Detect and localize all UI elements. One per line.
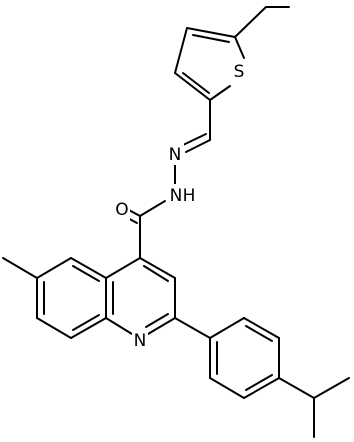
oxygen-atom: O [114, 198, 130, 220]
bond [313, 377, 350, 399]
atom-label-h: H [183, 186, 196, 206]
bond [182, 133, 207, 146]
bond [139, 257, 176, 279]
bond [234, 36, 245, 59]
amide-nitrogen-atom: N H [166, 184, 196, 206]
bond [145, 313, 169, 328]
bond [2, 257, 38, 279]
atom-label-n: N [134, 331, 147, 351]
quinoline-nitrogen-atom: N [132, 329, 148, 351]
bond [72, 265, 100, 282]
atom-label-n: N [169, 145, 182, 165]
bond [245, 374, 273, 391]
bond [243, 317, 280, 339]
bond [174, 72, 211, 101]
bond [72, 314, 100, 331]
atom-labels: S N N H O N [114, 60, 247, 351]
bond [105, 257, 141, 279]
bond [186, 27, 236, 38]
bond [182, 72, 210, 94]
bond [243, 377, 280, 399]
bond [209, 85, 231, 101]
bond [185, 139, 211, 153]
bond [36, 257, 72, 279]
sulfur-atom: S [231, 60, 247, 82]
imine-nitrogen-atom: N [168, 143, 184, 165]
atom-label-o: O [115, 200, 128, 220]
bond [209, 377, 245, 399]
bond [105, 317, 133, 335]
bond [174, 27, 188, 74]
bond [147, 317, 176, 335]
bond [278, 377, 315, 399]
bond [234, 6, 267, 38]
bond [192, 34, 230, 43]
bond [70, 317, 107, 339]
bond [70, 257, 107, 279]
bond [174, 317, 211, 339]
bond [139, 200, 166, 217]
bond [245, 325, 273, 342]
bond [143, 265, 169, 282]
bond [36, 317, 72, 339]
bond [209, 317, 245, 339]
bond-lines [2, 6, 350, 438]
atom-label-s: S [234, 62, 245, 82]
atom-label-n: N [170, 186, 183, 206]
